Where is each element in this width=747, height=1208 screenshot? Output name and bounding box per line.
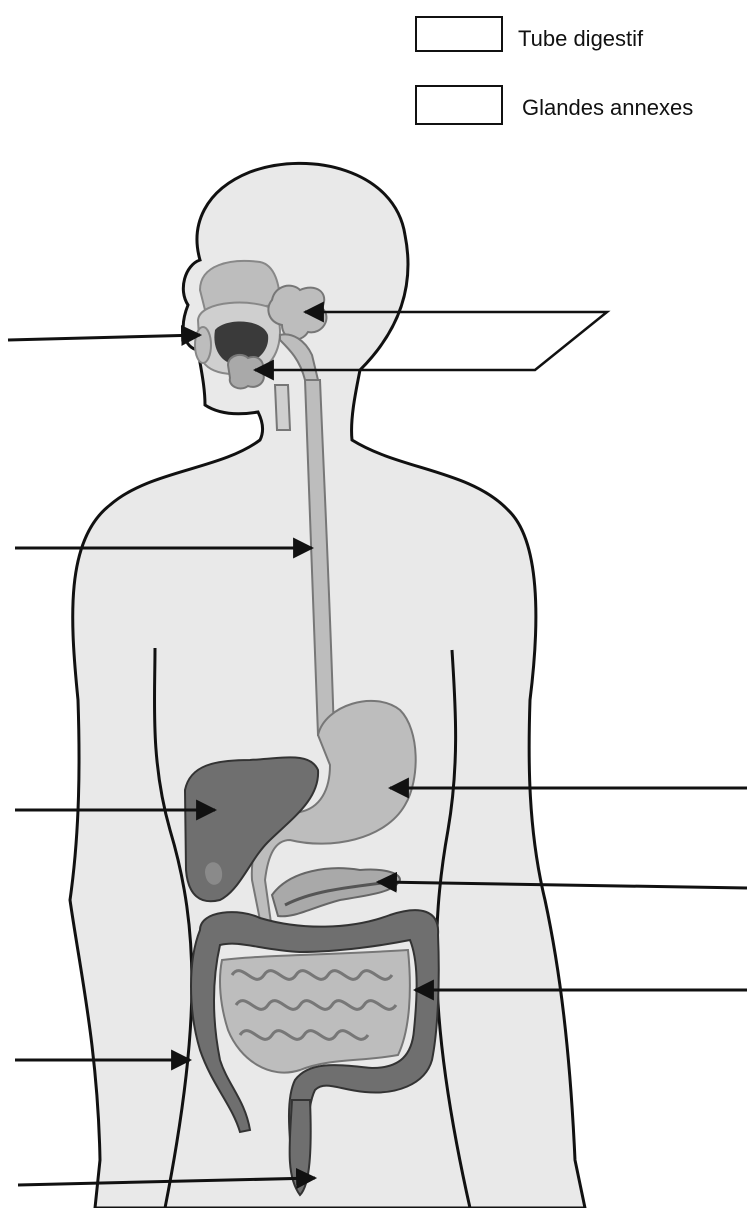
arrow-mouth (8, 335, 200, 340)
submandibular-gland (228, 355, 264, 389)
lips (195, 327, 211, 363)
small-intestine (220, 950, 410, 1073)
trachea (275, 385, 290, 430)
